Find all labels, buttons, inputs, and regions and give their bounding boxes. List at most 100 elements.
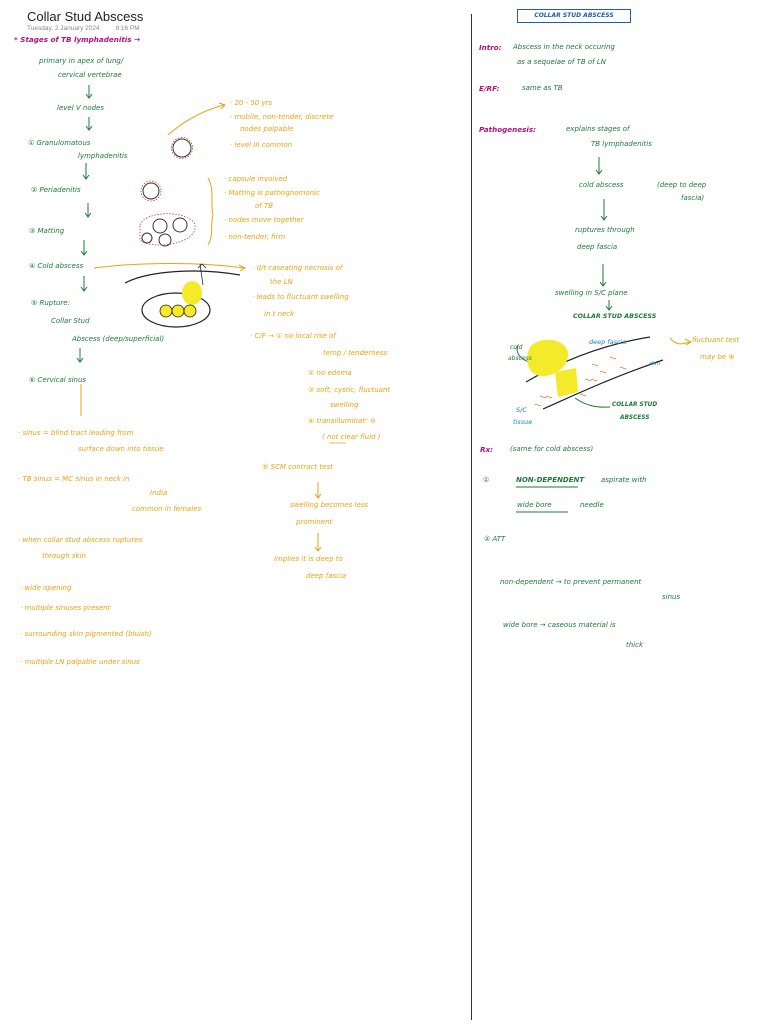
note-text: · capsule involved xyxy=(224,175,288,183)
note-text: · d/t caseating necrosis of xyxy=(252,264,343,272)
rx-2-text: ② ATT xyxy=(484,535,506,543)
cf-text: ⑤ SCM contract test xyxy=(262,463,333,471)
curved-arrow-icon xyxy=(574,397,611,408)
diagram-label-collar: COLLAR STUD xyxy=(612,402,658,408)
explanation-text: sinus xyxy=(662,593,681,601)
sinus-note: · surrounding skin pigmented (bluish) xyxy=(20,630,152,638)
curved-arrow-icon xyxy=(167,102,226,136)
lymph-node-icon xyxy=(159,304,197,318)
arrow-down-icon xyxy=(84,203,92,218)
stage-6-text: ⑥ Cervical sinus xyxy=(29,376,87,384)
collar-stud-text: COLLAR STUD ABSCESS xyxy=(573,313,657,320)
cf-text: ( not clear fluid ) xyxy=(322,433,381,441)
cf-text: deep fascia xyxy=(306,572,347,580)
intro-text: as a sequelae of TB of LN xyxy=(517,58,606,66)
column-divider xyxy=(471,14,472,1020)
matting-outline-icon xyxy=(139,213,196,246)
primary-text: cervical vertebrae xyxy=(58,71,122,79)
note-text: · 20 - 50 yrs xyxy=(230,99,273,107)
page-timestamp: Tuesday, 2 January 2024 9:16 PM xyxy=(27,25,154,32)
note-text: · non-tender, firm xyxy=(224,233,286,241)
section-title-box: COLLAR STUD ABSCESS xyxy=(517,9,631,23)
pathogenesis-text: deep fascia xyxy=(577,243,618,251)
arrow-down-icon xyxy=(76,348,84,363)
sinus-note: · when collar stud abscess ruptures xyxy=(18,536,143,544)
page-time: 9:16 PM xyxy=(115,25,140,32)
abscess-outline-icon xyxy=(141,292,211,328)
sinus-note: · TB sinus = MC sinus in neck in xyxy=(18,475,130,483)
arrow-down-icon xyxy=(595,157,603,175)
subcutaneous-tissue-icon xyxy=(534,356,627,407)
stage-4-text: ④ Cold abscess xyxy=(29,262,84,270)
sinus-note: common in females xyxy=(132,505,202,513)
arrow-down-icon xyxy=(599,264,607,287)
cf-text: prominent xyxy=(296,518,333,526)
skin-line-icon xyxy=(124,270,241,284)
note-text: · mobile, non-tender, discrete xyxy=(230,113,334,121)
cf-text: implies it is deep to xyxy=(274,555,343,563)
rx-1-text: needle xyxy=(580,501,604,509)
matted-nodes-icon xyxy=(141,217,188,247)
note-text: in t neck xyxy=(264,310,295,318)
stages-heading: * Stages of TB lymphadenitis → xyxy=(14,35,141,44)
erf-text: same as TB xyxy=(522,84,563,92)
page-title: Collar Stud Abscess xyxy=(27,9,144,24)
sinus-note: · multiple LN palpable under sinus xyxy=(20,658,140,666)
explanation-text: thick xyxy=(626,641,644,649)
arrow-down-icon xyxy=(314,533,322,552)
pathogenesis-text: (deep to deep xyxy=(657,181,707,189)
stage-1-text: ① Granulomatous xyxy=(28,139,91,147)
note-text: the LN xyxy=(270,278,293,286)
sinus-note: through skin xyxy=(42,552,86,560)
cf-text: ③ soft, cystic, fluctuant xyxy=(308,386,391,394)
rx-label: Rx: xyxy=(480,445,494,454)
capsule-icon xyxy=(171,137,193,159)
pathogenesis-text: ruptures through xyxy=(575,226,635,234)
cf-text: ④ transilluminatⁿ ⊖ xyxy=(308,417,376,425)
sinus-note: surface down into tissue xyxy=(78,445,164,453)
arrow-down-icon xyxy=(80,276,88,292)
rx-1-nondependent: NON-DEPENDENT xyxy=(516,476,585,484)
arrow-down-icon xyxy=(82,163,90,180)
capsule-icon xyxy=(140,180,162,202)
stage-5-text: Collar Stud xyxy=(51,317,90,325)
note-text: · level III common xyxy=(230,141,293,149)
arrow-down-icon xyxy=(600,199,608,221)
node-icon xyxy=(142,182,160,200)
note-text: of TB xyxy=(255,202,274,210)
stage-3-text: ③ Matting xyxy=(29,227,65,235)
diagram-label-cold: abscess xyxy=(508,355,532,362)
sinus-note: India xyxy=(150,489,168,497)
note-text: · Matting is pathognomonic xyxy=(224,189,320,197)
rx-1-number: ① xyxy=(483,476,490,484)
pus-icon xyxy=(182,281,202,305)
cf-text: · C/F → ① no local rise of xyxy=(250,332,336,340)
erf-label: E/RF: xyxy=(479,84,500,93)
rx-1-text: aspirate with xyxy=(601,476,647,484)
pathogenesis-text: swelling in S/C plane xyxy=(555,289,628,297)
diagram-label-cold: cold xyxy=(510,344,523,351)
curved-arrow-icon xyxy=(93,263,247,272)
fluctuant-note: may be ⊕ xyxy=(700,353,735,361)
sinus-note: · multiple sinuses present xyxy=(20,604,111,612)
stage-5-text: Abscess (deep/superficial) xyxy=(72,335,165,343)
node-icon xyxy=(172,138,192,158)
deep-fascia-line-icon xyxy=(525,336,651,383)
arrow-down-icon xyxy=(85,117,93,131)
sinus-note: · sinus = blind tract leading from xyxy=(18,429,134,437)
diagram-label-sc: S/C xyxy=(516,406,527,414)
stage-1-text: lymphadenitis xyxy=(78,152,128,160)
explanation-text: wide bore → caseous material is xyxy=(503,621,616,629)
pathogenesis-text: explains stages of xyxy=(566,125,630,133)
pathogenesis-text: cold abscess xyxy=(579,181,624,189)
collar-stud-abscess-icon xyxy=(555,368,578,397)
cf-text: temp / tenderness xyxy=(323,349,388,357)
intro-text: Abscess in the neck occuring xyxy=(513,43,615,51)
rx-text: (same for cold abscess) xyxy=(510,445,594,453)
level-v-text: level V nodes xyxy=(57,104,105,112)
diagram-label-skin: skin xyxy=(649,361,661,367)
diagram-label-collar: ABSCESS xyxy=(620,415,650,421)
cold-abscess-icon xyxy=(527,339,569,377)
stage-2-text: ② Periadenitis xyxy=(31,186,81,194)
